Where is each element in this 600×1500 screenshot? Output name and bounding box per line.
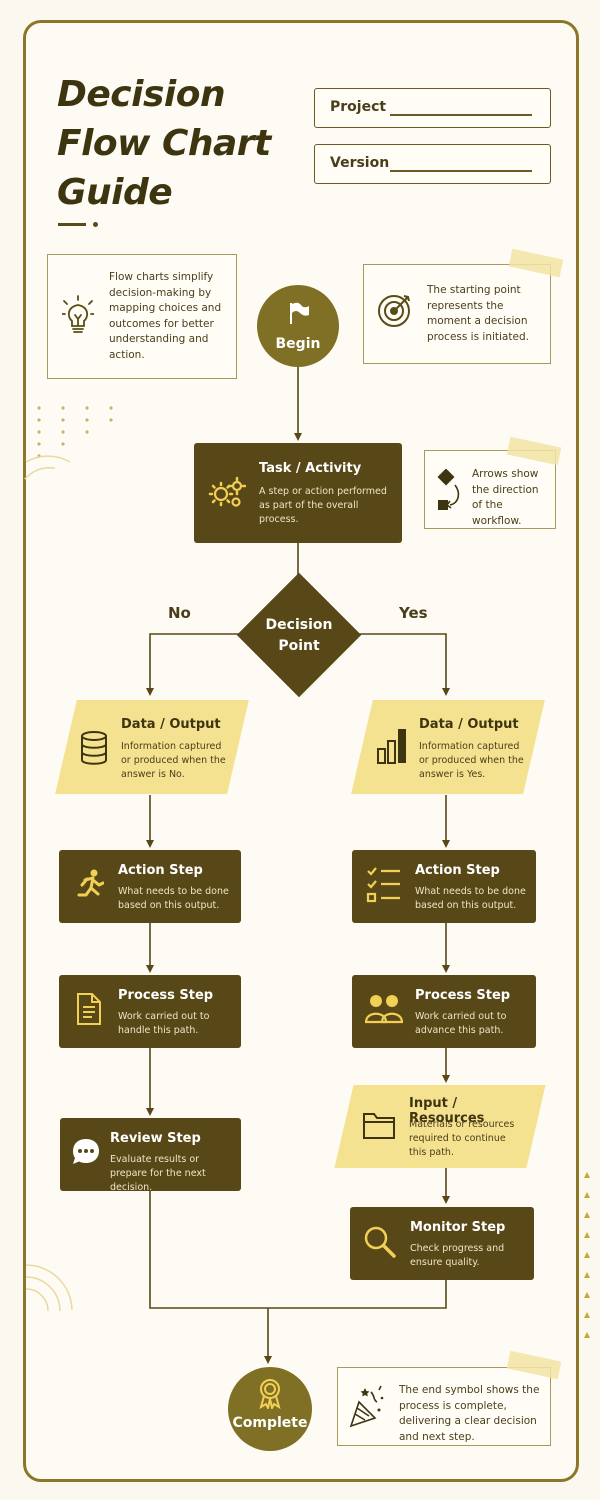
award-ribbon-icon: [259, 1379, 281, 1409]
left-process-desc: Work carried out to handle this path.: [118, 1011, 210, 1036]
project-input-line[interactable]: [390, 114, 532, 116]
task-desc: A step or action performed as part of th…: [259, 486, 387, 525]
left-process-title: Process Step: [118, 988, 214, 1003]
complete-node[interactable]: Complete: [228, 1367, 312, 1451]
left-data-desc: Information captured or produced when th…: [121, 741, 226, 780]
project-field[interactable]: Project: [314, 88, 551, 128]
task-activity-box[interactable]: Task / Activity A step or action perform…: [194, 443, 402, 543]
right-monitor-desc: Check progress and ensure quality.: [410, 1243, 505, 1268]
complete-label: Complete: [232, 1415, 308, 1431]
right-process-title: Process Step: [415, 988, 511, 1003]
left-review-desc: Evaluate results or prepare for the next…: [110, 1154, 206, 1193]
right-process-desc: Work carried out to advance this path.: [415, 1011, 507, 1036]
bar-chart-icon: [377, 729, 406, 764]
project-label: Project: [330, 99, 387, 115]
checklist-icon: [366, 867, 400, 903]
title-underline: [58, 223, 86, 226]
start-note: The starting point represents the moment…: [363, 264, 551, 364]
arrows-note-text: Arrows show the direction of the workflo…: [472, 468, 539, 527]
left-data-output-box[interactable]: Data / Output Information captured or pr…: [55, 700, 249, 794]
begin-node[interactable]: Begin: [257, 285, 339, 367]
running-person-icon: [77, 869, 104, 897]
lightbulb-icon: [62, 295, 94, 333]
right-data-output-box[interactable]: Data / Output Information captured or pr…: [351, 700, 545, 794]
version-input-line[interactable]: [390, 170, 532, 172]
intro-note-text: Flow charts simplify decision-making by …: [109, 271, 222, 361]
document-icon: [77, 993, 101, 1025]
right-monitor-step-box[interactable]: Monitor Step Check progress and ensure q…: [350, 1207, 534, 1280]
triangle-decoration: [584, 1172, 590, 1338]
version-label: Version: [330, 155, 390, 171]
dot-grid-decoration: [37, 406, 113, 458]
left-process-step-box[interactable]: Process Step Work carried out to handle …: [59, 975, 241, 1048]
left-data-title: Data / Output: [121, 717, 221, 732]
right-input-title: Input / Resources: [409, 1096, 485, 1126]
right-monitor-title: Monitor Step: [410, 1220, 506, 1235]
folder-icon: [363, 1113, 395, 1139]
title-dot: [93, 222, 98, 227]
end-note: The end symbol shows the process is comp…: [337, 1367, 551, 1446]
target-icon: [378, 295, 410, 327]
database-icon: [81, 731, 107, 765]
magnifier-icon: [364, 1226, 396, 1258]
decision-point-node[interactable]: Decision Point: [236, 572, 362, 698]
decision-label: Decision Point: [265, 617, 333, 654]
speech-bubble-icon: [73, 1139, 99, 1164]
people-icon: [365, 995, 403, 1024]
right-data-desc: Information captured or produced when th…: [419, 741, 524, 780]
begin-label: Begin: [275, 336, 321, 352]
intro-note: Flow charts simplify decision-making by …: [47, 254, 237, 379]
left-review-step-box[interactable]: Review Step Evaluate results or prepare …: [60, 1118, 241, 1193]
flag-icon: [290, 302, 309, 324]
arrows-note: Arrows show the direction of the workflo…: [424, 450, 556, 529]
start-note-text: The starting point represents the moment…: [427, 284, 529, 343]
task-title: Task / Activity: [259, 461, 362, 476]
right-input-resources-box[interactable]: Input / Resources Materials or resources…: [334, 1085, 546, 1168]
no-branch-label: No: [168, 604, 191, 622]
gears-icon: [208, 476, 246, 507]
right-process-step-box[interactable]: Process Step Work carried out to advance…: [352, 975, 536, 1048]
right-input-desc: Materials or resources required to conti…: [409, 1119, 515, 1158]
left-action-step-box[interactable]: Action Step What needs to be done based …: [59, 850, 241, 923]
left-review-title: Review Step: [110, 1131, 201, 1146]
left-action-desc: What needs to be done based on this outp…: [118, 886, 229, 911]
version-field[interactable]: Version: [314, 144, 551, 184]
flow-arrow-icon: [437, 469, 460, 510]
left-action-title: Action Step: [118, 863, 203, 878]
right-action-desc: What needs to be done based on this outp…: [415, 886, 526, 911]
arc-decoration: [24, 455, 73, 1312]
right-action-step-box[interactable]: Action Step What needs to be done based …: [352, 850, 536, 923]
yes-branch-label: Yes: [399, 604, 428, 622]
page-title: Decision Flow Chart Guide: [57, 74, 271, 213]
party-popper-icon: [349, 1385, 384, 1428]
right-action-title: Action Step: [415, 863, 500, 878]
right-data-title: Data / Output: [419, 717, 519, 732]
end-note-text: The end symbol shows the process is comp…: [399, 1384, 540, 1443]
